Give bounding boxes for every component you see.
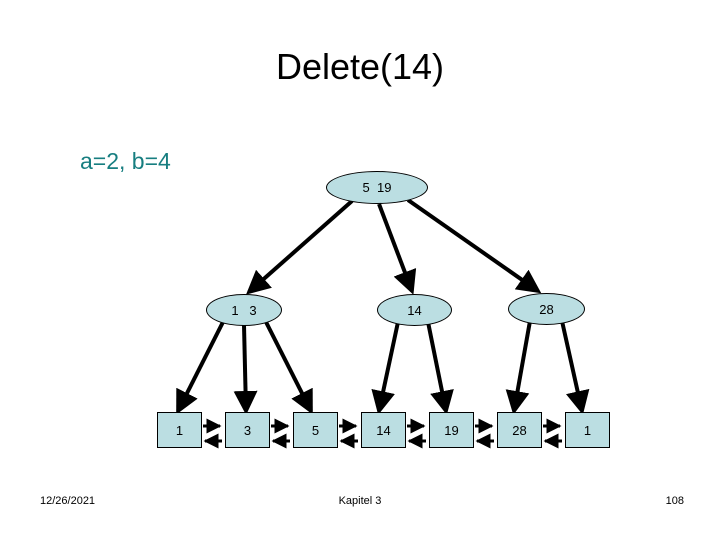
parameters-label: a=2, b=4 <box>80 148 171 174</box>
leaf-node-5-label: 19 <box>444 422 459 438</box>
edge-node1-to-leaf-3 <box>264 321 313 415</box>
edge-node2-to-leaf-5 <box>426 321 454 415</box>
page-title: Delete(14) <box>275 46 445 87</box>
edge-node2-to-leaf-4 <box>371 321 400 415</box>
edge-node1-to-leaf-2 <box>233 324 258 415</box>
leaf-node-7[interactable]: 1 <box>565 412 610 448</box>
leaf-node-1-label: 1 <box>175 422 184 438</box>
leaf-node-6-label: 28 <box>512 422 527 438</box>
leaf-link-4-5 <box>407 418 426 449</box>
leaf-link-5-6 <box>475 418 494 449</box>
edge-root-to-child-2 <box>377 203 417 295</box>
edge-node3-to-leaf-7 <box>560 320 590 415</box>
leaf-node-7-label: 1 <box>583 422 592 438</box>
footer-date: 12/26/2021 <box>40 495 96 507</box>
tree-node-internal-2-label: 14 <box>407 302 422 318</box>
leaf-node-3[interactable]: 5 <box>293 412 338 448</box>
leaf-link-2-3 <box>271 418 290 449</box>
leaf-node-6[interactable]: 28 <box>497 412 542 448</box>
leaf-node-2-label: 3 <box>243 422 252 438</box>
tree-node-internal-1-label: 1 3 <box>231 302 257 318</box>
footer-page-number: 108 <box>665 495 684 507</box>
leaf-node-1[interactable]: 1 <box>157 412 202 448</box>
leaf-node-2[interactable]: 3 <box>225 412 270 448</box>
leaf-node-5[interactable]: 19 <box>429 412 474 448</box>
tree-node-root-label: 5 19 <box>362 180 392 195</box>
tree-node-internal-3-label: 28 <box>539 301 554 317</box>
footer-chapter: Kapitel 3 <box>338 495 382 507</box>
tree-node-root[interactable]: 5 19 <box>326 171 428 204</box>
edge-root-to-child-3 <box>406 198 542 294</box>
leaf-link-6-7 <box>543 418 562 449</box>
edge-node1-to-leaf-1 <box>176 321 225 415</box>
leaf-node-4-label: 14 <box>376 422 391 438</box>
tree-node-internal-3[interactable]: 28 <box>508 293 585 325</box>
leaf-link-1-2 <box>203 418 222 449</box>
tree-node-internal-1[interactable]: 1 3 <box>206 294 282 326</box>
leaf-node-4[interactable]: 14 <box>361 412 406 448</box>
leaf-node-3-label: 5 <box>311 422 320 438</box>
edge-node3-to-leaf-6 <box>505 320 532 415</box>
tree-node-internal-2[interactable]: 14 <box>377 294 452 326</box>
edge-root-to-child-1 <box>246 199 354 295</box>
leaf-link-3-4 <box>339 418 358 449</box>
